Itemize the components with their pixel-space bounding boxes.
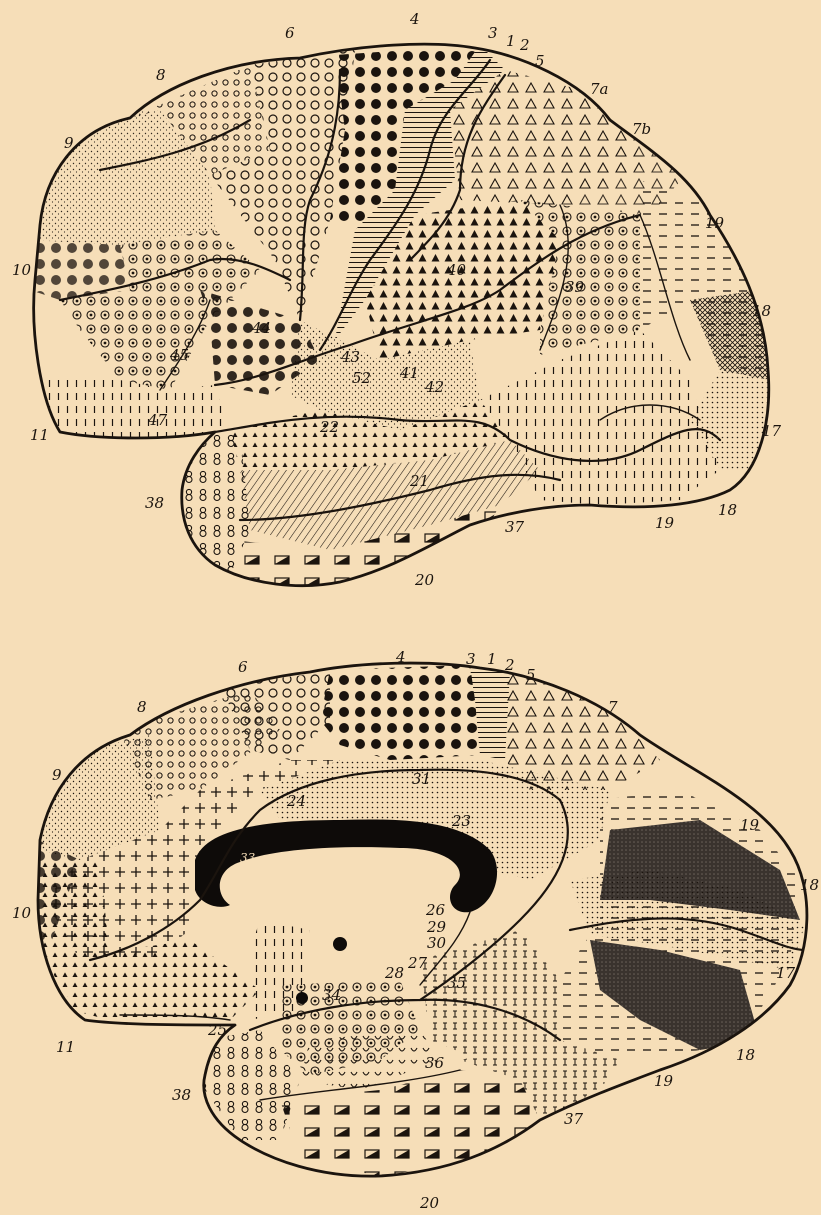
lateral-label-21: 21 (409, 472, 429, 490)
lateral-label-42: 42 (424, 378, 444, 396)
medial-label-33: 33 (240, 851, 256, 865)
lateral-label-37: 37 (505, 518, 525, 536)
medial-label-23: 23 (451, 812, 471, 830)
lateral-label-8: 8 (156, 66, 166, 84)
lateral-label-44: 44 (251, 319, 271, 337)
lateral-label-7b: 7b (632, 120, 651, 138)
lateral-label-20: 20 (414, 571, 435, 589)
medial-label-37: 37 (564, 1110, 584, 1128)
lateral-label-3: 3 (488, 24, 498, 42)
lateral-label-19-bottom: 19 (655, 514, 675, 532)
lateral-label-18-top: 18 (752, 302, 771, 320)
medial-label-8: 8 (137, 698, 147, 716)
medial-label-6: 6 (238, 658, 248, 676)
medial-label-26: 26 (425, 901, 446, 919)
lateral-label-43: 43 (340, 348, 360, 366)
lateral-label-45: 45 (169, 346, 189, 364)
medial-label-5: 5 (526, 666, 536, 684)
lateral-label-18-bottom: 18 (718, 501, 737, 519)
medial-label-27: 27 (407, 954, 428, 972)
lateral-label-11: 11 (30, 426, 49, 444)
lateral-label-1: 1 (506, 32, 516, 50)
medial-label-18-top: 18 (800, 876, 819, 894)
medial-label-25: 25 (207, 1021, 227, 1039)
lateral-label-22: 22 (319, 418, 339, 436)
lateral-label-4: 4 (409, 10, 420, 28)
lateral-label-6: 6 (285, 24, 295, 42)
medial-label-11: 11 (56, 1038, 75, 1056)
medial-optic-point (296, 992, 308, 1004)
lateral-label-52: 52 (352, 369, 371, 387)
lateral-view (0, 0, 821, 600)
medial-label-34: 34 (322, 986, 341, 1004)
lateral-label-40: 40 (446, 261, 467, 279)
medial-anterior-commissure (333, 937, 347, 951)
lateral-label-5: 5 (535, 52, 545, 70)
lateral-label-39: 39 (565, 278, 585, 296)
medial-label-3: 3 (466, 650, 476, 668)
lateral-label-10: 10 (12, 261, 32, 279)
medial-label-24: 24 (286, 792, 306, 810)
medial-label-4: 4 (395, 648, 406, 666)
medial-area-4 (320, 665, 480, 760)
medial-view (0, 640, 821, 1200)
lateral-area-10 (30, 240, 130, 300)
medial-label-1: 1 (487, 650, 497, 668)
lateral-label-41: 41 (399, 364, 419, 382)
medial-label-31: 31 (412, 770, 431, 788)
lateral-label-19-top: 19 (705, 214, 725, 232)
medial-label-28: 28 (384, 964, 404, 982)
lateral-label-38: 38 (145, 494, 164, 512)
lateral-label-9: 9 (64, 134, 74, 152)
medial-label-38: 38 (172, 1086, 191, 1104)
lateral-label-2: 2 (519, 36, 530, 54)
medial-label-19-top: 19 (740, 816, 760, 834)
lateral-label-17: 17 (762, 422, 782, 440)
medial-label-17: 17 (776, 964, 796, 982)
medial-label-36: 36 (425, 1054, 445, 1072)
medial-label-35: 35 (447, 974, 466, 992)
lateral-label-47: 47 (147, 411, 168, 429)
medial-label-2: 2 (504, 656, 515, 674)
medial-label-10: 10 (12, 904, 32, 922)
medial-label-9: 9 (52, 766, 62, 784)
medial-label-30: 30 (427, 934, 447, 952)
medial-label-19-bottom: 19 (654, 1072, 674, 1090)
medial-label-20: 20 (419, 1194, 440, 1212)
medial-label-18-bottom: 18 (736, 1046, 755, 1064)
medial-label-7: 7 (608, 698, 618, 716)
lateral-label-7a: 7a (590, 80, 609, 98)
